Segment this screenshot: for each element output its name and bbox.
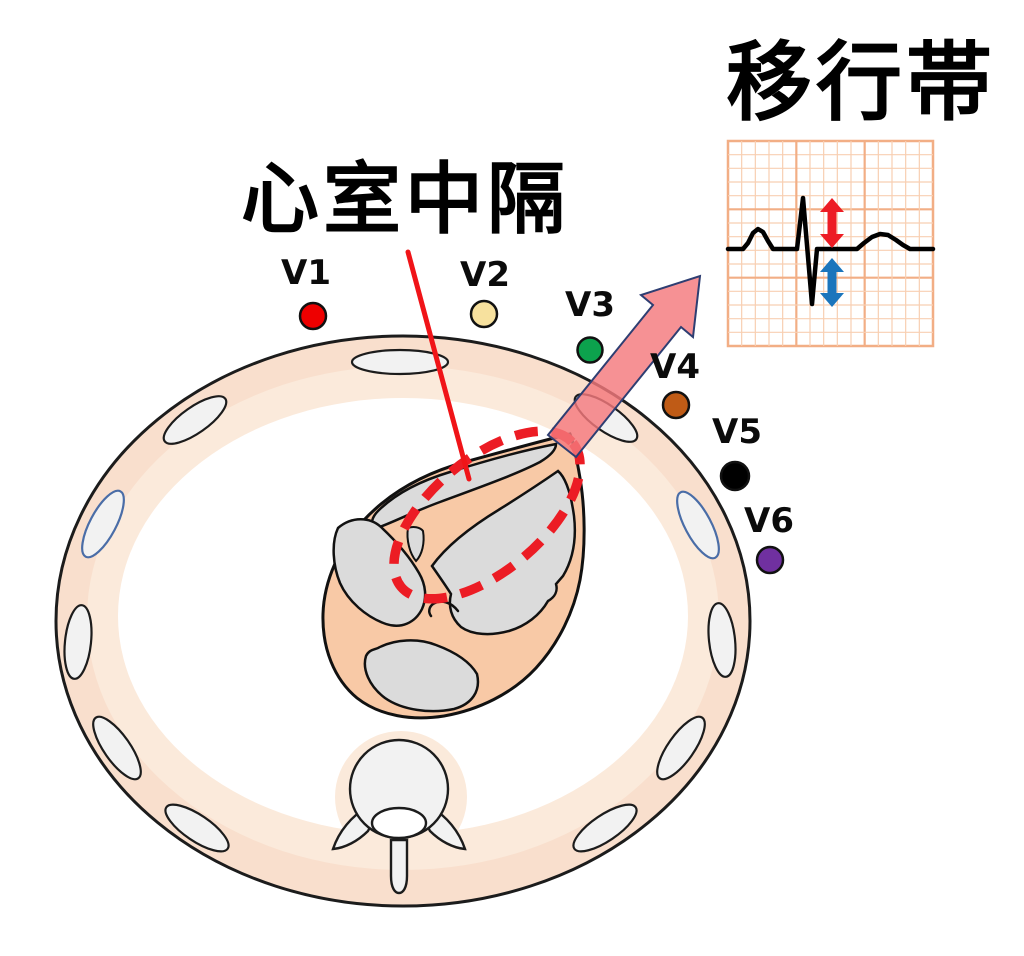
heart-chamber-left <box>332 518 427 627</box>
electrode-v4: V4 <box>650 347 700 420</box>
electrode-v1: V1 <box>281 253 331 331</box>
electrode-v4-dot <box>661 390 691 420</box>
electrode-v6-label: V6 <box>744 501 794 541</box>
electrode-v2-dot <box>469 299 499 329</box>
rib <box>572 803 638 853</box>
vertebra <box>331 738 467 895</box>
rib <box>656 715 706 781</box>
electrode-v3-dot <box>576 336 604 364</box>
r-wave-amplitude-arrow <box>820 198 844 248</box>
electrode-v1-label: V1 <box>281 253 331 293</box>
electrode-v6-dot <box>755 545 785 575</box>
heart-wall-curl <box>428 600 460 618</box>
electrode-v3-label: V3 <box>565 285 615 325</box>
electrode-v1-dot <box>298 301 328 331</box>
rib <box>164 803 230 853</box>
rib-blue-left <box>81 489 125 559</box>
electrodes: V1 V2 V3 V4 V5 V6 <box>281 253 794 575</box>
heart-septal-tab <box>406 526 425 563</box>
electrode-v5-label: V5 <box>712 412 762 452</box>
rib-blue-right <box>676 490 720 560</box>
s-wave-amplitude-arrow <box>820 258 844 307</box>
heart-chamber-bottom <box>363 639 480 713</box>
rib <box>707 602 737 678</box>
electrode-v5-dot <box>719 460 751 492</box>
ecg-trace <box>725 195 936 307</box>
transition-zone-title: 移行帯 <box>726 33 996 133</box>
sternum <box>350 348 450 376</box>
electrode-v2: V2 <box>460 255 510 329</box>
electrode-v3: V3 <box>565 285 615 364</box>
septum-title: 心室中隔 <box>241 155 569 245</box>
ribs <box>63 348 737 853</box>
electrode-v2-label: V2 <box>460 255 510 295</box>
rib <box>92 715 142 781</box>
ecg-inset <box>725 139 936 348</box>
vertebra-spinous-process <box>389 838 409 895</box>
rib <box>63 604 93 680</box>
transition-direction-arrow <box>546 274 702 459</box>
rib <box>162 395 228 445</box>
septum-pointer-line <box>405 249 472 482</box>
electrode-v6: V6 <box>744 501 794 575</box>
spinal-canal <box>370 806 428 840</box>
electrode-v5: V5 <box>712 412 762 492</box>
electrode-v4-label: V4 <box>650 347 700 387</box>
